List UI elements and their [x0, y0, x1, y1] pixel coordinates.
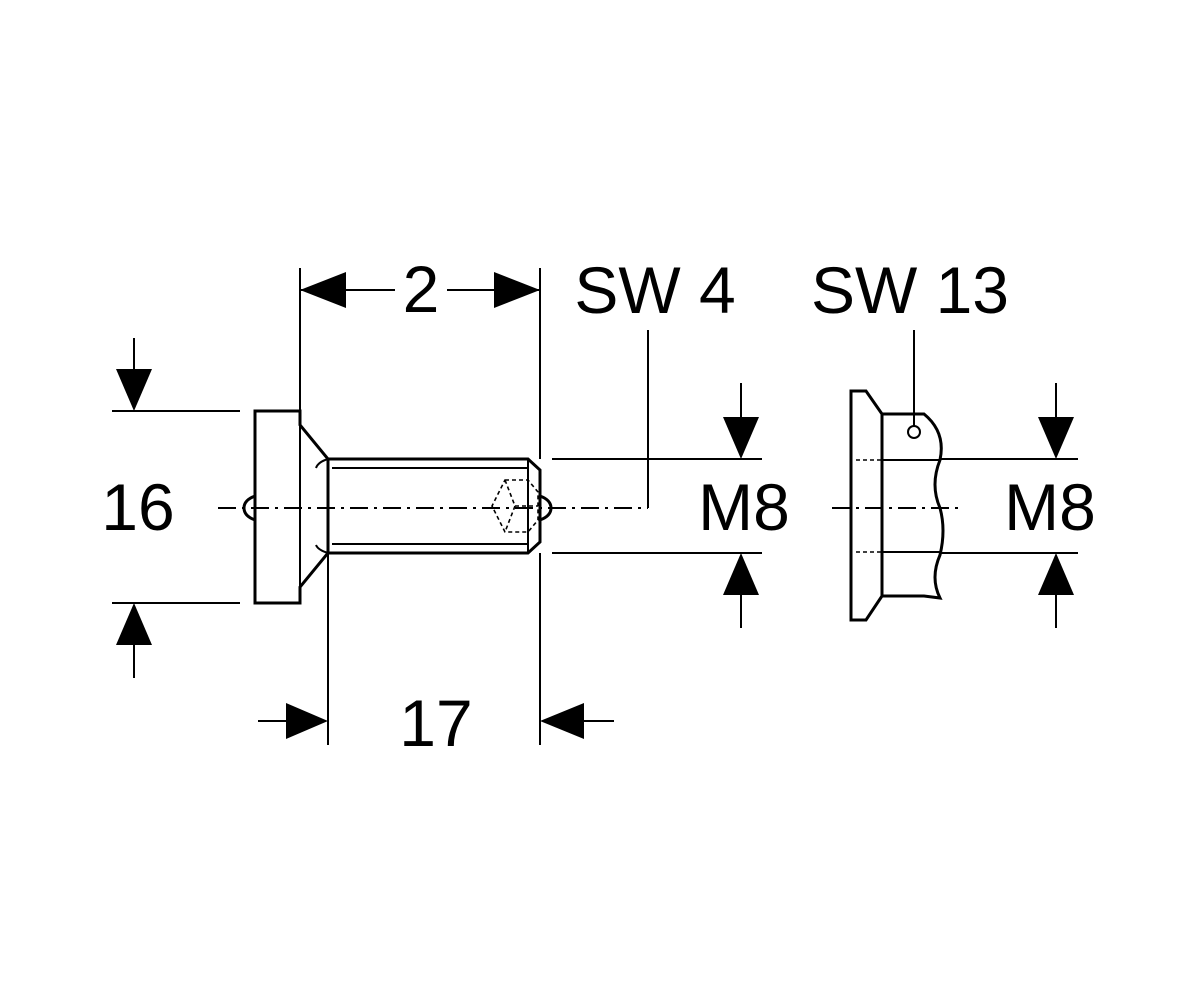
- dimension-height: [112, 338, 240, 678]
- nut: [849, 389, 945, 622]
- dimension-top-label: 2: [403, 252, 440, 326]
- dimension-height-label: 16: [101, 470, 174, 544]
- nut-thread-label: M8: [1004, 470, 1096, 544]
- dimension-nut-thread: [940, 383, 1078, 628]
- dimension-top: [299, 258, 541, 459]
- hex-socket: [491, 479, 539, 533]
- dimension-bottom-label: 17: [399, 686, 472, 760]
- screw: [242, 409, 553, 605]
- dimension-screw-thread: [552, 383, 762, 628]
- screw-drive-label: SW 4: [574, 253, 735, 327]
- nut-wrench-label: SW 13: [811, 253, 1009, 327]
- nut-hex-body: [882, 412, 945, 600]
- screw-thread-label: M8: [698, 470, 790, 544]
- screw-shaft: [328, 457, 542, 555]
- dimension-bottom: [258, 553, 614, 745]
- nut-flange: [849, 389, 884, 622]
